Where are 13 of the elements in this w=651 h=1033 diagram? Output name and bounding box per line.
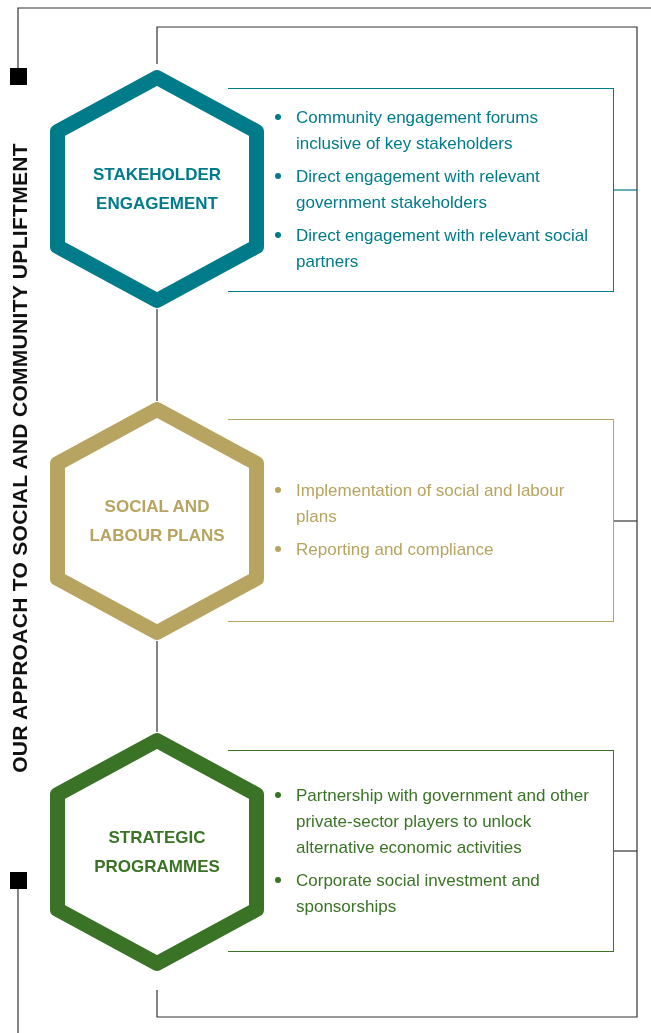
bullet-text: Community engagement forums inclusive of key stakeholders [296, 107, 539, 155]
connector-line [156, 308, 158, 402]
bullet-text: Implementation of social and labour plans [296, 480, 566, 528]
bullet-text: Direct engagement with relevant social partners [296, 225, 589, 273]
connector-line [156, 640, 158, 733]
bullet-text: Corporate social investment and sponsorships [296, 869, 541, 918]
hexagon-label: STRATEGIC PROGRAMMES [93, 827, 221, 878]
bullet-text: Partnership with government and other private-sector players to unlock alternative economic activities [296, 784, 590, 859]
bullet-text: Direct engagement with relevant government stakeholders [296, 166, 541, 214]
vertical-title: OUR APPROACH TO SOCIAL AND COMMUNITY UPLIFTMENT [8, 143, 32, 773]
bullet-text: Reporting and compliance [296, 539, 494, 561]
hexagon-label: SOCIAL AND LABOUR PLANS [88, 496, 226, 547]
hexagon-label: STAKEHOLDER ENGAGEMENT [91, 164, 223, 215]
